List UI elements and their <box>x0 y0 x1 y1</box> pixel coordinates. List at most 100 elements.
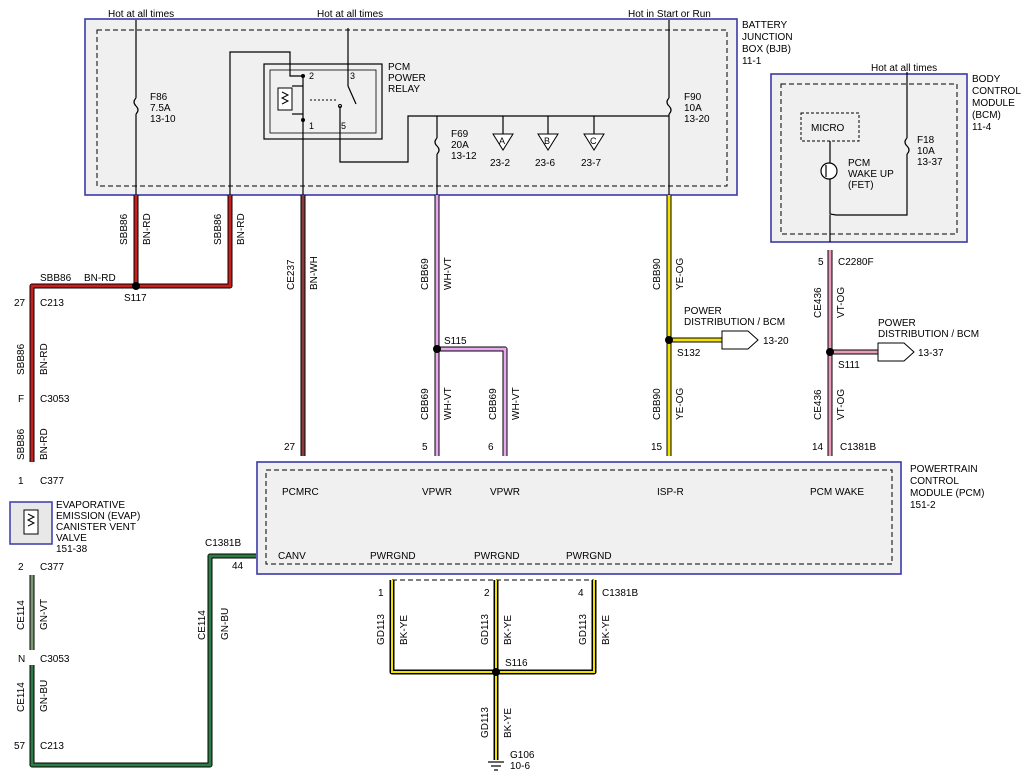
pin-5-pcm: 5 <box>422 442 428 453</box>
bcm-name-line3: MODULE <box>972 98 1015 109</box>
ce114-label-1: CE114 <box>16 600 27 630</box>
vt-og-label-2: VT-OG <box>836 389 847 420</box>
pin-f-c3053: F <box>18 394 24 405</box>
f69-ref: 13-12 <box>451 151 477 162</box>
f90-ref: 13-20 <box>684 114 710 125</box>
relay-inner-box <box>269 69 377 134</box>
bcm-name-line1: BODY <box>972 74 1001 85</box>
relay-pin-1: 1 <box>309 121 314 131</box>
evap-name-line4: VALVE <box>56 533 87 544</box>
pcm-pin-pwrgnd-1: PWRGND <box>370 551 416 562</box>
f86-ref: 13-10 <box>150 114 176 125</box>
ce114-label-3: CE114 <box>197 610 208 640</box>
pcm-name-line3: MODULE (PCM) <box>910 488 984 499</box>
fet-label-line2: WAKE UP <box>848 169 894 180</box>
fet-label-line3: (FET) <box>848 180 874 191</box>
f18-ref: 13-37 <box>917 157 943 168</box>
gnd-pin-4: 4 <box>578 588 584 599</box>
wh-vt-label-3: WH-VT <box>511 387 522 420</box>
pcm-outline <box>256 461 902 575</box>
splice-s132-dot <box>665 336 673 344</box>
pin-6-pcm: 6 <box>488 442 494 453</box>
pin-5-bcm: 5 <box>818 257 824 268</box>
pin-2-c377: 2 <box>18 562 24 573</box>
bcm-name-line2: CONTROL <box>972 86 1021 97</box>
c213-top: C213 <box>40 298 64 309</box>
evap-name-line3: CANISTER VENT <box>56 522 136 533</box>
wh-vt-label-1: WH-VT <box>443 257 454 290</box>
branch-c-arrow-icon <box>583 133 605 151</box>
branch-c-letter: C <box>590 136 597 146</box>
sbb86-label-2: SBB86 <box>213 213 224 245</box>
gnd-pin-2: 2 <box>484 588 490 599</box>
cbb69-label-2: CBB69 <box>420 388 431 420</box>
hot-label-relay: Hot at all times <box>317 9 383 20</box>
branch-b-letter: B <box>544 136 550 146</box>
sbb86-wire <box>30 195 138 462</box>
relay-name-line1: PCM <box>388 62 410 73</box>
evap-ref: 151-38 <box>56 544 88 555</box>
bn-rd-label-1: BN-RD <box>142 213 153 245</box>
splice-s111: S111 <box>838 360 860 371</box>
f86-name: F86 <box>150 92 168 103</box>
splice-s117: S117 <box>124 293 147 304</box>
bjb-name-line3: BOX (BJB) <box>742 44 791 55</box>
relay-pin-2: 2 <box>309 71 314 81</box>
coil-winding-icon <box>280 91 290 105</box>
splice-s116: S116 <box>505 658 528 669</box>
f18-load <box>836 154 908 216</box>
ground-icon <box>488 761 504 771</box>
battery-junction-box: BATTERY JUNCTION BOX (BJB) 11-1 <box>84 18 793 196</box>
pcm-pin-vpwr-1: VPWR <box>422 487 452 498</box>
sbb86-label-3: SBB86 <box>16 343 27 375</box>
body-control-module: Hot at all times BODY CONTROL MODULE (BC… <box>770 63 1021 243</box>
bn-rd-label-4: BN-RD <box>39 428 50 460</box>
splice-s117-dot <box>132 282 140 290</box>
pcm-pin-vpwr-2: VPWR <box>490 487 520 498</box>
pcm-pin-pcmrc: PCMRC <box>282 487 319 498</box>
cbb90-label-1: CBB90 <box>652 258 663 290</box>
f69-rating: 20A <box>451 140 469 151</box>
c213-bottom: C213 <box>40 741 64 752</box>
ground-ref: 10-6 <box>510 761 530 772</box>
gd113-outline <box>389 580 597 675</box>
bjb-outline <box>84 18 738 196</box>
sbb86-label-1: SBB86 <box>119 213 130 245</box>
branch-a-arrow-icon <box>492 133 514 151</box>
cbb69-label-3: CBB69 <box>488 388 499 420</box>
gn-bu-label-1: GN-BU <box>39 680 50 712</box>
gd113-label-4: GD113 <box>480 707 491 738</box>
gnd-pin-1: 1 <box>378 588 384 599</box>
bcm-name-line4: (BCM) <box>972 110 1001 121</box>
fuse-icon <box>434 137 440 155</box>
ce436-label-1: CE436 <box>813 287 824 318</box>
relay-name-line3: RELAY <box>388 84 420 95</box>
bjb-name-line2: JUNCTION <box>742 32 793 43</box>
bn-rd-label-3: BN-RD <box>39 343 50 375</box>
splice-s132: S132 <box>677 348 701 359</box>
f18-name: F18 <box>917 135 935 146</box>
relay-pin-3: 3 <box>350 71 355 81</box>
pcm-pin-wake: PCM WAKE <box>810 487 864 498</box>
bk-ye-label-2: BK-YE <box>503 615 514 645</box>
gn-vt-label: GN-VT <box>39 599 50 630</box>
splice-s115: S115 <box>444 336 467 347</box>
power-dist-2-line1: POWER <box>878 318 916 329</box>
pin-n-c3053: N <box>18 654 25 665</box>
c1381b-top: C1381B <box>840 442 876 453</box>
pcm-pin-isp-r: ISP-R <box>657 487 684 498</box>
powertrain-control-module: POWERTRAIN CONTROL MODULE (PCM) 151-2 PC… <box>256 461 984 575</box>
power-dist-arrow-icon <box>877 342 915 362</box>
pcm-pin-pwrgnd-2: PWRGND <box>474 551 520 562</box>
gd113-label-2: GD113 <box>480 614 491 645</box>
pcm-pin-canv: CANV <box>278 551 306 562</box>
pin-27-pcm: 27 <box>284 442 296 453</box>
bcm-outline <box>770 73 968 243</box>
power-dist-1-ref: 13-20 <box>763 336 789 347</box>
ce436-label-2: CE436 <box>813 389 824 420</box>
gn-bu-label-2: GN-BU <box>220 608 231 640</box>
ce237-label: CE237 <box>286 259 297 290</box>
branch-a-ref: 23-2 <box>490 158 510 169</box>
c3053-bottom: C3053 <box>40 654 70 665</box>
ground-name: G106 <box>510 750 535 761</box>
